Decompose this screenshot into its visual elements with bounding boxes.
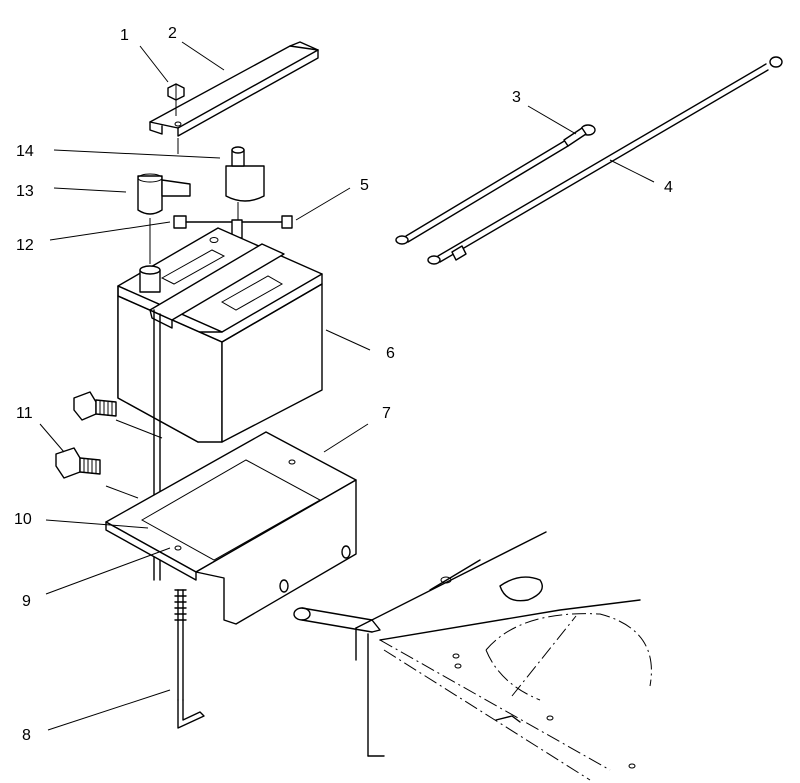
- callout-8: 8: [22, 727, 31, 744]
- flange-bolt-upper: [73, 391, 163, 439]
- callout-2: 2: [168, 25, 177, 42]
- battery-cable-long: [427, 56, 783, 265]
- callout-14: 14: [16, 143, 34, 160]
- callout-3: 3: [512, 89, 521, 106]
- terminal-boot-positive: [225, 146, 265, 226]
- leader-lines: [39, 41, 655, 731]
- callout-13: 13: [16, 183, 34, 200]
- frame: [355, 531, 652, 781]
- callout-labels: 1 2 3 4 5 6 7 8 9 10 11 12 13 14: [14, 25, 673, 744]
- nut: [167, 83, 185, 116]
- callout-10: 10: [14, 511, 32, 528]
- mounting-shaft: [293, 607, 381, 633]
- callout-7: 7: [382, 405, 391, 422]
- callout-9: 9: [22, 593, 31, 610]
- battery-cable-short: [395, 124, 596, 245]
- callout-11: 11: [16, 405, 33, 422]
- callout-4: 4: [664, 179, 673, 196]
- terminal-bolt: [173, 215, 293, 239]
- callout-5: 5: [360, 177, 369, 194]
- hold-down-strap: [149, 41, 319, 154]
- callout-1: 1: [120, 27, 129, 44]
- callout-6: 6: [386, 345, 395, 362]
- callout-12: 12: [16, 237, 34, 254]
- flange-bolt-lower: [55, 447, 139, 499]
- battery: [117, 227, 323, 443]
- battery-tray: [105, 431, 357, 625]
- terminal-boot-negative: [137, 173, 191, 264]
